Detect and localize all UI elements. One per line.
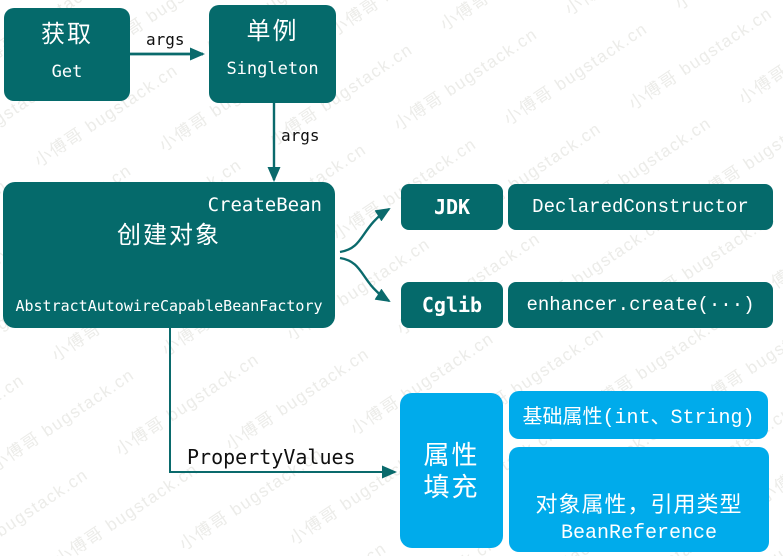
node-property-fill-line1: 属性 bbox=[423, 439, 480, 470]
node-singleton-subtitle: Singleton bbox=[226, 59, 319, 79]
node-object-properties-title: 对象属性，引用类型 bbox=[535, 492, 743, 517]
node-property-fill-line2: 填充 bbox=[423, 471, 480, 502]
node-basic-properties-label: 基础属性(int、String) bbox=[522, 407, 755, 430]
node-jdk: JDK bbox=[401, 184, 503, 230]
node-get: 获取 Get bbox=[4, 8, 130, 101]
edge-label-args-get-singleton: args bbox=[146, 30, 185, 49]
node-declared-constructor-label: DeclaredConstructor bbox=[532, 196, 749, 218]
node-object-properties: 对象属性，引用类型 BeanReference bbox=[509, 447, 769, 552]
node-create-bean-title: 创建对象 bbox=[117, 222, 221, 249]
node-basic-properties: 基础属性(int、String) bbox=[509, 391, 768, 439]
node-singleton-title: 单例 bbox=[246, 18, 299, 45]
node-jdk-label: JDK bbox=[433, 195, 471, 219]
node-create-bean-corner-label: CreateBean bbox=[207, 194, 322, 216]
edge-createbean-to-cglib bbox=[339, 256, 391, 303]
edge-label-property-values: PropertyValues bbox=[187, 445, 356, 469]
node-get-subtitle: Get bbox=[51, 62, 83, 82]
node-declared-constructor: DeclaredConstructor bbox=[508, 184, 773, 230]
node-property-fill: 属性 填充 bbox=[400, 393, 503, 548]
node-cglib: Cglib bbox=[401, 282, 503, 328]
node-cglib-label: Cglib bbox=[421, 293, 483, 317]
edge-createbean-to-propertyfill bbox=[169, 328, 397, 479]
edge-label-args-singleton-create: args bbox=[281, 126, 320, 145]
node-enhancer-create: enhancer.create(···) bbox=[508, 282, 773, 328]
node-enhancer-create-label: enhancer.create(···) bbox=[526, 294, 755, 316]
node-object-properties-subtitle: BeanReference bbox=[560, 522, 718, 545]
edge-createbean-to-jdk bbox=[339, 207, 391, 254]
node-get-title: 获取 bbox=[41, 21, 93, 48]
node-singleton: 单例 Singleton bbox=[209, 5, 336, 103]
node-create-bean: CreateBean 创建对象 AbstractAutowireCapableB… bbox=[3, 182, 335, 328]
node-create-bean-subtitle: AbstractAutowireCapableBeanFactory bbox=[15, 297, 323, 315]
